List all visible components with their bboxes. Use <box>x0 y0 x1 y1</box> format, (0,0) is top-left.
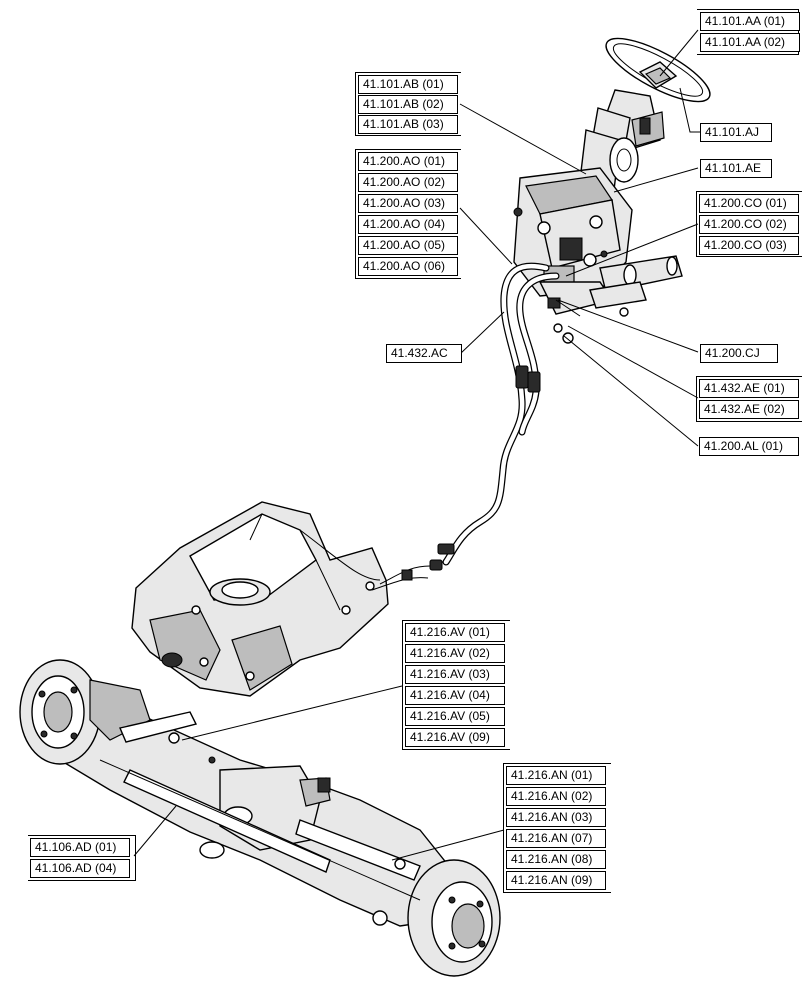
callout-41-200-ao-05[interactable]: 41.200.AO (05) <box>358 236 458 255</box>
callout-41-216-an-02[interactable]: 41.216.AN (02) <box>506 787 606 806</box>
callout-group-co <box>696 191 802 257</box>
callout-group-432-ae <box>696 376 802 422</box>
front-axle <box>19 659 501 977</box>
front-support-frame <box>131 501 431 697</box>
callout-41-200-ao-04[interactable]: 41.200.AO (04) <box>358 215 458 234</box>
callout-group-ad <box>28 835 136 881</box>
steering-wheel <box>605 37 711 103</box>
callout-41-101-ab-03[interactable]: 41.101.AB (03) <box>358 115 458 134</box>
priority-valve <box>538 255 683 344</box>
callout-41-216-av-04[interactable]: 41.216.AV (04) <box>405 686 505 705</box>
steering-column <box>579 89 665 191</box>
callout-41-101-ab-02[interactable]: 41.101.AB (02) <box>358 95 458 114</box>
callout-41-200-al-01[interactable]: 41.200.AL (01) <box>699 437 799 456</box>
callout-41-216-an-03[interactable]: 41.216.AN (03) <box>506 808 606 827</box>
callout-group-aa <box>697 9 799 55</box>
callout-41-216-av-01[interactable]: 41.216.AV (01) <box>405 623 505 642</box>
callout-41-216-an-01[interactable]: 41.216.AN (01) <box>506 766 606 785</box>
hydraulic-lines <box>429 262 560 571</box>
callout-41-432-ae-01[interactable]: 41.432.AE (01) <box>699 379 799 398</box>
callout-group-ab <box>355 72 461 136</box>
callout-41-200-co-03[interactable]: 41.200.CO (03) <box>699 236 799 255</box>
callout-41-200-ao-03[interactable]: 41.200.AO (03) <box>358 194 458 213</box>
callout-41-432-ae-02[interactable]: 41.432.AE (02) <box>699 400 799 419</box>
callout-41-216-av-05[interactable]: 41.216.AV (05) <box>405 707 505 726</box>
callout-41-200-ao-02[interactable]: 41.200.AO (02) <box>358 173 458 192</box>
callout-41-200-cj[interactable]: 41.200.CJ <box>700 344 778 363</box>
callout-41-101-ae[interactable]: 41.101.AE <box>700 159 772 178</box>
callout-41-101-ab-01[interactable]: 41.101.AB (01) <box>358 75 458 94</box>
callout-group-ao <box>355 149 461 279</box>
callout-group-an <box>503 763 611 893</box>
callout-41-216-av-02[interactable]: 41.216.AV (02) <box>405 644 505 663</box>
callout-41-216-av-09[interactable]: 41.216.AV (09) <box>405 728 505 747</box>
callout-41-200-co-01[interactable]: 41.200.CO (01) <box>699 194 799 213</box>
callout-41-200-ao-06[interactable]: 41.200.AO (06) <box>358 257 458 276</box>
callout-41-106-ad-04[interactable]: 41.106.AD (04) <box>30 859 130 878</box>
callout-41-101-aj[interactable]: 41.101.AJ <box>700 123 772 142</box>
callout-41-216-an-07[interactable]: 41.216.AN (07) <box>506 829 606 848</box>
callout-41-200-ao-01[interactable]: 41.200.AO (01) <box>358 152 458 171</box>
callout-group-av <box>402 620 510 750</box>
callout-41-106-ad-01[interactable]: 41.106.AD (01) <box>30 838 130 857</box>
leader-lines <box>133 29 700 861</box>
callout-41-101-aa-02[interactable]: 41.101.AA (02) <box>700 33 800 52</box>
callout-41-216-an-09[interactable]: 41.216.AN (09) <box>506 871 606 890</box>
callout-41-216-an-08[interactable]: 41.216.AN (08) <box>506 850 606 869</box>
callout-41-200-co-02[interactable]: 41.200.CO (02) <box>699 215 799 234</box>
callout-41-432-ac[interactable]: 41.432.AC <box>386 344 462 363</box>
callout-41-216-av-03[interactable]: 41.216.AV (03) <box>405 665 505 684</box>
callout-41-101-aa-01[interactable]: 41.101.AA (01) <box>700 12 800 31</box>
